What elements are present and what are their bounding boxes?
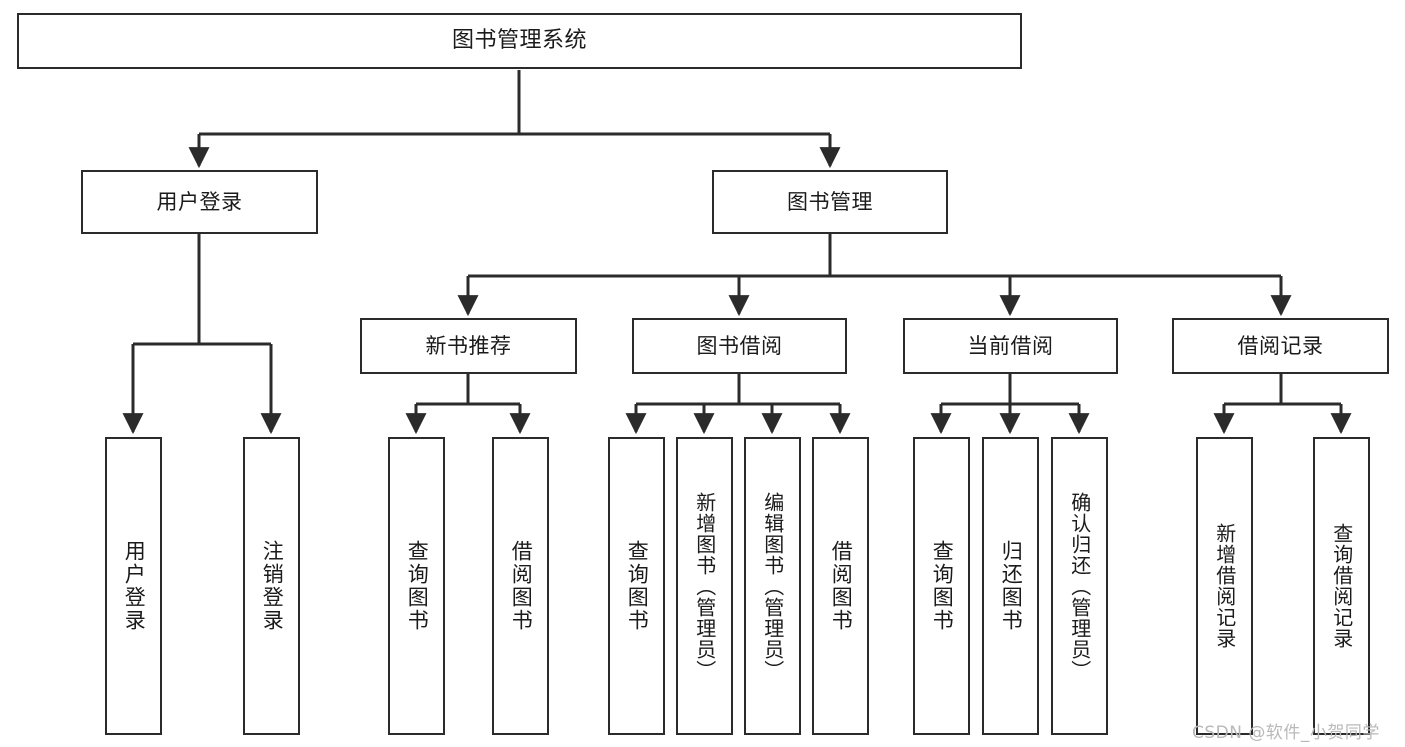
node-leaf-add-record-label: 新增借阅记录 — [1212, 523, 1237, 649]
node-leaf-borrow-book-2[interactable]: 借阅图书 — [812, 437, 869, 735]
node-leaf-query-record[interactable]: 查询借阅记录 — [1313, 437, 1370, 735]
node-leaf-return-book[interactable]: 归还图书 — [982, 437, 1039, 735]
node-current-borrow-label: 当前借阅 — [967, 333, 1054, 358]
node-leaf-query-record-label: 查询借阅记录 — [1329, 523, 1354, 649]
node-leaf-edit-book-label: 编辑图书（管理员） — [760, 491, 785, 681]
node-leaf-logout-login-label: 注销登录 — [260, 540, 285, 632]
node-leaf-add-record[interactable]: 新增借阅记录 — [1196, 437, 1253, 735]
node-leaf-borrow-book-1-label: 借阅图书 — [509, 540, 534, 632]
node-book-borrow[interactable]: 图书借阅 — [632, 318, 847, 374]
node-leaf-add-book-label: 新增图书（管理员） — [692, 491, 717, 681]
node-leaf-user-login-label: 用户登录 — [122, 540, 147, 632]
node-new-book-recommend-label: 新书推荐 — [425, 333, 512, 358]
watermark: CSDN @软件_小贺同学 — [1192, 723, 1380, 743]
node-book-borrow-label: 图书借阅 — [696, 333, 783, 358]
node-leaf-query-book-1[interactable]: 查询图书 — [388, 437, 445, 735]
node-leaf-query-book-3-label: 查询图书 — [930, 540, 955, 632]
node-current-borrow[interactable]: 当前借阅 — [903, 318, 1118, 374]
node-borrow-record-label: 借阅记录 — [1237, 333, 1324, 358]
node-user-login-label: 用户登录 — [156, 189, 243, 214]
node-root-label: 图书管理系统 — [451, 28, 587, 54]
node-book-manage[interactable]: 图书管理 — [712, 170, 948, 234]
node-leaf-query-book-3[interactable]: 查询图书 — [913, 437, 970, 735]
node-leaf-borrow-book-1[interactable]: 借阅图书 — [492, 437, 549, 735]
node-leaf-query-book-1-label: 查询图书 — [405, 540, 430, 632]
node-leaf-confirm-return[interactable]: 确认归还（管理员） — [1051, 437, 1108, 735]
node-leaf-logout-login[interactable]: 注销登录 — [243, 437, 300, 735]
node-leaf-query-book-2[interactable]: 查询图书 — [608, 437, 665, 735]
node-leaf-return-book-label: 归还图书 — [999, 540, 1024, 632]
node-new-book-recommend[interactable]: 新书推荐 — [360, 318, 577, 374]
node-leaf-borrow-book-2-label: 借阅图书 — [829, 540, 854, 632]
node-leaf-edit-book[interactable]: 编辑图书（管理员） — [744, 437, 801, 735]
node-leaf-user-login[interactable]: 用户登录 — [105, 437, 162, 735]
node-root[interactable]: 图书管理系统 — [17, 13, 1022, 69]
node-user-login[interactable]: 用户登录 — [81, 170, 318, 234]
node-leaf-confirm-return-label: 确认归还（管理员） — [1067, 491, 1092, 681]
node-leaf-add-book[interactable]: 新增图书（管理员） — [676, 437, 733, 735]
node-leaf-query-book-2-label: 查询图书 — [625, 540, 650, 632]
node-book-manage-label: 图书管理 — [787, 189, 873, 214]
node-borrow-record[interactable]: 借阅记录 — [1172, 318, 1389, 374]
